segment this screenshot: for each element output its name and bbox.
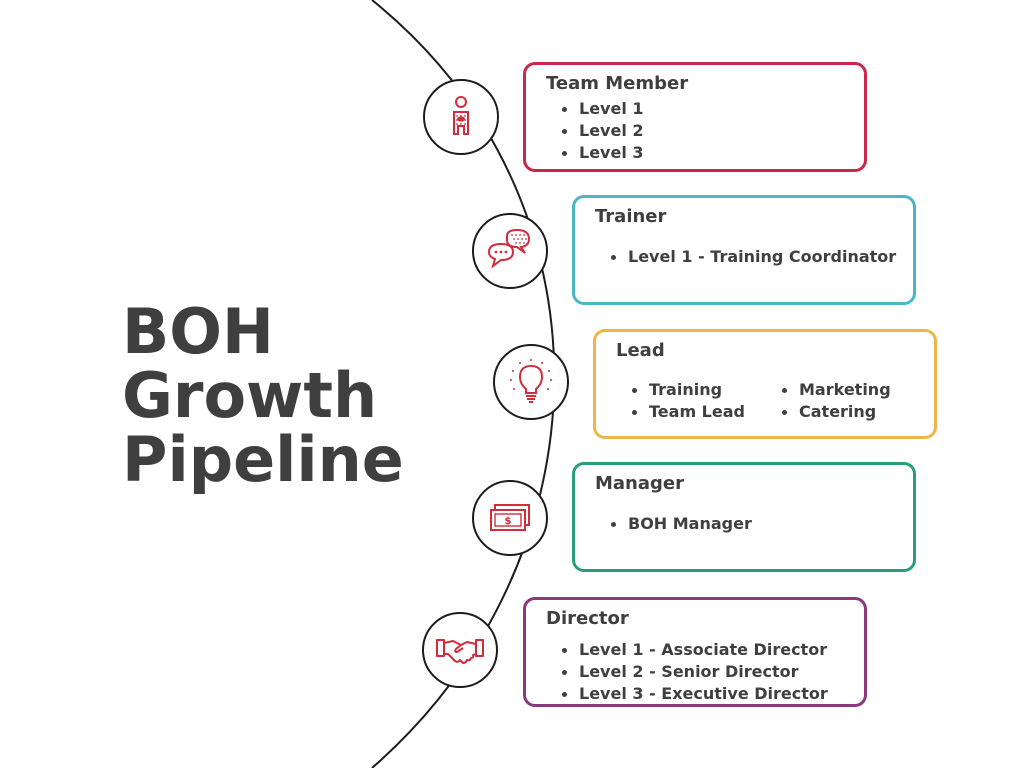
stage-lead: Lead Training Team Lead Marketing Cateri… bbox=[593, 329, 937, 439]
trainer-icon-circle bbox=[472, 213, 548, 289]
list-item: Level 2 - Senior Director bbox=[560, 661, 828, 683]
stage-manager: Manager BOH Manager bbox=[572, 462, 916, 572]
title-line-3: Pipeline bbox=[122, 423, 404, 496]
list-item: Training bbox=[630, 379, 745, 401]
stage-lead-list-right: Marketing Catering bbox=[780, 379, 891, 423]
director-icon-circle bbox=[422, 612, 498, 688]
stage-team-member-title: Team Member bbox=[546, 73, 689, 94]
person-icon bbox=[453, 96, 469, 135]
stage-team-member: Team Member Level 1 Level 2 Level 3 bbox=[523, 62, 867, 172]
page-title: BOH Growth Pipeline bbox=[122, 300, 404, 492]
svg-text:$: $ bbox=[505, 516, 512, 527]
stage-manager-list: BOH Manager bbox=[609, 513, 752, 535]
list-item: Level 1 bbox=[560, 98, 644, 120]
speech-bubbles-icon bbox=[487, 228, 531, 269]
money-icon: $ bbox=[490, 504, 530, 531]
manager-icon-circle: $ bbox=[472, 480, 548, 556]
stage-director: Director Level 1 - Associate Director Le… bbox=[523, 597, 867, 707]
stage-director-list: Level 1 - Associate Director Level 2 - S… bbox=[560, 639, 828, 705]
stage-manager-title: Manager bbox=[595, 473, 684, 494]
stage-trainer-list: Level 1 - Training Coordinator bbox=[609, 246, 896, 268]
list-item: Catering bbox=[780, 401, 891, 423]
title-line-2: Growth bbox=[122, 359, 378, 432]
list-item: Marketing bbox=[780, 379, 891, 401]
stage-director-title: Director bbox=[546, 608, 629, 629]
stage-trainer-title: Trainer bbox=[595, 206, 667, 227]
stage-trainer: Trainer Level 1 - Training Coordinator bbox=[572, 195, 916, 305]
list-item: BOH Manager bbox=[609, 513, 752, 535]
list-item: Level 1 - Training Coordinator bbox=[609, 246, 896, 268]
lead-icon-circle bbox=[493, 344, 569, 420]
list-item: Level 3 - Executive Director bbox=[560, 683, 828, 705]
list-item: Level 2 bbox=[560, 120, 644, 142]
handshake-icon bbox=[436, 639, 484, 664]
stage-team-member-list: Level 1 Level 2 Level 3 bbox=[560, 98, 644, 164]
stage-lead-list-left: Training Team Lead bbox=[630, 379, 745, 423]
list-item: Level 3 bbox=[560, 142, 644, 164]
team-member-icon-circle bbox=[423, 79, 499, 155]
stage-lead-title: Lead bbox=[616, 340, 665, 361]
list-item: Team Lead bbox=[630, 401, 745, 423]
title-line-1: BOH bbox=[122, 295, 274, 368]
lightbulb-icon bbox=[510, 359, 552, 403]
list-item: Level 1 - Associate Director bbox=[560, 639, 828, 661]
